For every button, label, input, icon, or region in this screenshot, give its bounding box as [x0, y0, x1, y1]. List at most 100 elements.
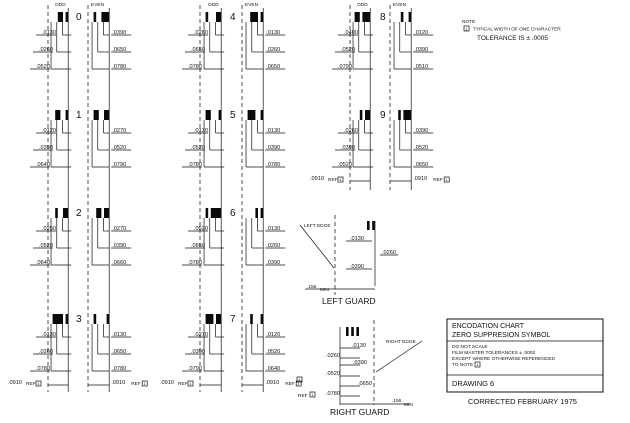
note-ref-number: 1 — [311, 392, 314, 397]
guard-dimension: .0780 — [326, 391, 340, 397]
even-bar — [106, 314, 110, 324]
even-dimension: .0780 — [112, 366, 126, 372]
even-bar — [104, 208, 110, 218]
drawing-number: DRAWING 6 — [452, 379, 494, 388]
even-bar — [260, 314, 264, 324]
even-header: EVEN — [393, 2, 407, 8]
odd-dimension: .0520 — [39, 243, 53, 249]
even-bar — [260, 110, 264, 120]
even-dimension: .0390 — [414, 128, 428, 134]
note-ref-box — [141, 380, 148, 387]
note-line1: TYPICAL WIDTH OF ONE CHARACTER — [473, 27, 561, 33]
guard-bar — [356, 327, 359, 336]
digit-label: 9 — [380, 110, 386, 121]
even-dimension: .0130 — [266, 128, 280, 134]
odd-bar — [205, 314, 214, 324]
odd-dimension: .0130 — [42, 332, 56, 338]
odd-bar — [52, 314, 63, 324]
ref-value: .0910 — [265, 380, 279, 386]
even-bar — [93, 12, 97, 22]
note-except: EXCEPT WHERE OTHERWISE REFERENCED — [452, 356, 556, 362]
digit-0-encodation: 0.0130.0260.0520.0390.0650.0780 — [30, 12, 132, 70]
even-bar — [398, 110, 401, 120]
ref-value: .0910 — [413, 176, 427, 182]
even-bar — [96, 208, 102, 218]
odd-dimension: .0260 — [39, 349, 53, 355]
note-ref-box — [309, 391, 316, 398]
guard-dimension: .0390 — [353, 360, 367, 366]
even-dimension: .0780 — [266, 162, 280, 168]
right-guard: RIGHT EDGE.0130.0260.0390.0520.0650.0780… — [296, 320, 423, 408]
odd-bar — [55, 110, 61, 120]
digit-8-encodation: 8.0400.0520.0790.0120.0390.0510 — [332, 12, 434, 70]
chart-title: ENCODATION CHART — [452, 323, 525, 330]
digit-label: 4 — [230, 12, 236, 23]
even-dimension: .0270 — [112, 226, 126, 232]
note-ref-number: 1 — [298, 377, 301, 382]
odd-bar — [57, 12, 63, 22]
even-dimension: .0120 — [414, 30, 428, 36]
even-dimension: .0660 — [112, 260, 126, 266]
guard-dimension: .0650 — [358, 381, 372, 387]
odd-bar — [365, 110, 371, 120]
ref-label: REF — [298, 393, 308, 399]
even-bar — [260, 12, 264, 22]
ref-value: .0910 — [310, 176, 324, 182]
guard-dimension: .0260 — [382, 250, 396, 256]
digit-5-encodation: 5.0130.0520.0780.0130.0390.0780 — [182, 110, 286, 168]
odd-dimension: .0400 — [344, 30, 358, 36]
digit-label: 7 — [230, 314, 236, 325]
even-bar — [260, 208, 264, 218]
odd-bar — [216, 12, 222, 22]
note-ref-box — [296, 376, 303, 383]
even-bar — [250, 12, 258, 22]
odd-dimension: .0650 — [191, 243, 205, 249]
min-label: MIN — [320, 287, 329, 293]
digit-label: 3 — [76, 314, 82, 325]
note-marker: 1 — [465, 26, 468, 31]
odd-dimension: .0520 — [191, 145, 205, 151]
corrected-date: CORRECTED FEBRUARY 1975 — [468, 397, 577, 406]
right-edge-label: RIGHT EDGE — [386, 339, 416, 345]
odd-bar — [362, 12, 371, 22]
note-title: NOTE — [462, 19, 475, 25]
digit-2-encodation: 2.0250.0520.0640.0270.0390.0660 — [30, 208, 132, 266]
odd-dimension: .0520 — [341, 47, 355, 53]
odd-dimension: .0520 — [194, 226, 208, 232]
odd-dimension: .0650 — [191, 47, 205, 53]
even-dimension: .0260 — [266, 243, 280, 249]
odd-bar — [63, 208, 69, 218]
ref-label: REF — [328, 177, 338, 183]
odd-bar — [210, 208, 222, 218]
guard-dimension: .0130 — [352, 343, 366, 349]
digit-4-encodation: 4.0260.0650.0780.0130.0260.0650 — [182, 12, 286, 70]
even-bar — [255, 208, 258, 218]
even-dimension: .0120 — [266, 332, 280, 338]
even-dimension: .0270 — [112, 128, 126, 134]
note-ref-number: 1 — [37, 381, 40, 386]
odd-bar — [218, 110, 222, 120]
even-bar — [400, 12, 404, 22]
even-header: EVEN — [245, 2, 259, 8]
note-ref-box — [337, 176, 344, 183]
guard-dimension: .0130 — [350, 236, 364, 242]
odd-dimension: .0390 — [341, 145, 355, 151]
odd-dimension: .0260 — [344, 128, 358, 134]
even-bar — [104, 110, 110, 120]
odd-bar — [205, 12, 209, 22]
ref-value: .0910 — [111, 380, 125, 386]
guard-bar — [351, 327, 354, 336]
odd-dimension: .0390 — [39, 145, 53, 151]
odd-dimension: .0260 — [194, 30, 208, 36]
odd-dimension: .0640 — [36, 260, 50, 266]
even-dimension: .0520 — [112, 145, 126, 151]
note-ref-box — [474, 361, 481, 368]
even-dimension: .0650 — [414, 162, 428, 168]
guard-bar — [346, 327, 349, 336]
odd-bar — [205, 110, 211, 120]
even-dimension: .0260 — [266, 47, 280, 53]
guard-bar — [372, 221, 375, 230]
